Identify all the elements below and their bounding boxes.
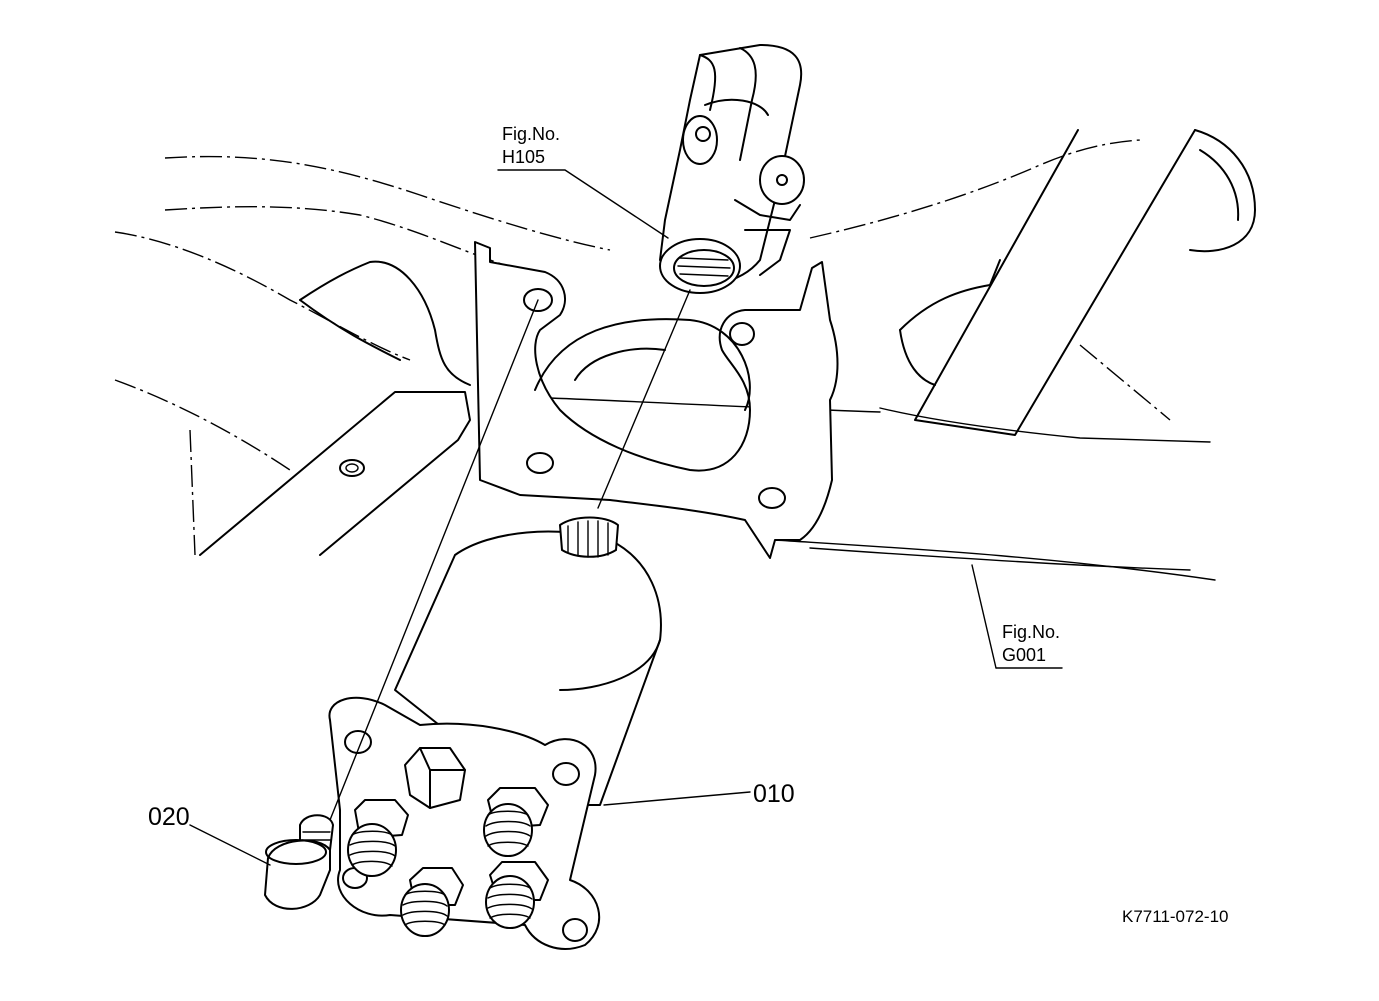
ref-h105-line1: Fig.No. <box>502 124 560 144</box>
hydraulic-port <box>400 867 464 937</box>
bolt <box>264 814 334 910</box>
chassis-outline <box>114 139 1216 581</box>
ref-h105-line2: H105 <box>502 147 545 167</box>
steering-unit <box>328 516 662 950</box>
hydraulic-port <box>485 861 549 929</box>
leader-lines <box>189 169 1063 866</box>
hydraulic-port <box>483 787 549 857</box>
ref-g001-line2: G001 <box>1002 645 1046 665</box>
callout-010: 010 <box>753 780 795 808</box>
mounting-bracket <box>474 241 839 559</box>
bolt-axis-line <box>329 299 539 821</box>
shaft-center-line <box>597 289 691 509</box>
callout-020: 020 <box>148 803 190 831</box>
right-frame <box>899 129 1256 436</box>
left-frame <box>199 260 471 556</box>
universal-joint <box>659 44 805 294</box>
hydraulic-port <box>347 799 409 877</box>
ref-g001-line1: Fig.No. <box>1002 622 1060 642</box>
drawing-code: K7711-072-10 <box>1122 907 1229 926</box>
